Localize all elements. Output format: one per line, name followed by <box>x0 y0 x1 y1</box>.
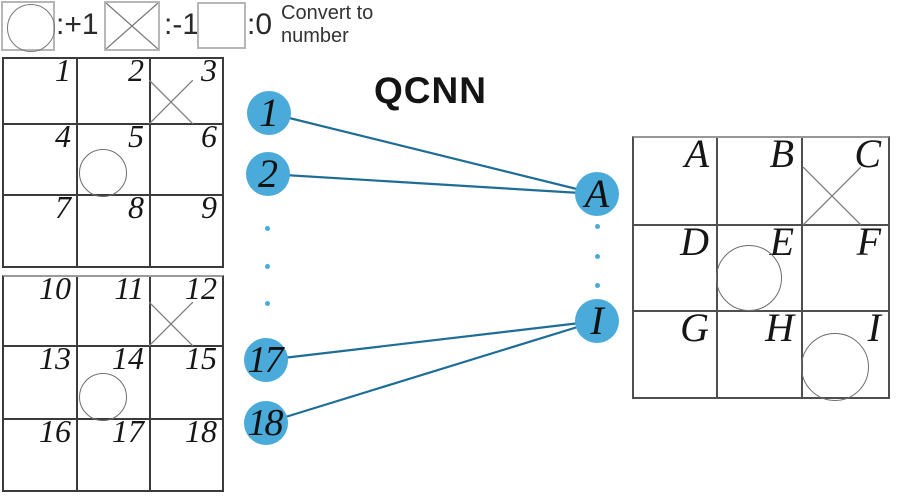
legend-blank-square <box>197 2 246 49</box>
board2-cell-18: 18 <box>151 415 222 490</box>
board3-cell-F: F <box>803 222 888 312</box>
node-label: 18 <box>247 402 284 444</box>
board1-cell-4: 4 <box>4 120 78 196</box>
node-label: I <box>590 298 604 343</box>
cell-label: G <box>680 305 709 350</box>
cell-label: 17 <box>112 413 144 449</box>
board2-cell-11: 11 <box>78 272 151 347</box>
cell-label: E <box>769 219 794 264</box>
cell-label: B <box>769 131 794 176</box>
page-title: QCNN <box>374 70 487 111</box>
board2-cell-15: 15 <box>151 342 222 420</box>
cell-label: 1 <box>55 52 71 88</box>
legend-caption-line1: Convert to <box>281 2 374 24</box>
edge-1-A <box>268 111 598 196</box>
input-ellipsis-dot <box>265 264 270 269</box>
board1-cell-3: 3 <box>149 54 222 125</box>
cell-label: 9 <box>201 189 217 225</box>
cell-label: 7 <box>55 189 71 225</box>
output-ellipsis-dot <box>595 224 600 229</box>
o-mark <box>716 245 782 311</box>
node-label: 2 <box>258 151 278 196</box>
cell-label: 6 <box>201 118 217 154</box>
legend-blank-value: :0 <box>247 8 273 41</box>
board3-cell-C: C <box>803 134 888 226</box>
board1-cell-6: 6 <box>151 120 222 196</box>
cell-label: 15 <box>185 340 217 376</box>
cell-label: 16 <box>39 413 71 449</box>
board2-cell-12: 12 <box>149 272 222 347</box>
o-mark <box>801 333 869 401</box>
cross-symbol <box>106 3 158 49</box>
cell-label: 14 <box>112 340 144 376</box>
board2-cell-10: 10 <box>4 272 78 347</box>
edge-2-A <box>267 172 598 196</box>
board3-cell-A: A <box>634 134 718 226</box>
x-mark <box>149 80 193 124</box>
output-node-A: A <box>575 172 619 216</box>
board1-cell-2: 2 <box>78 54 151 125</box>
legend-circle-square <box>1 1 55 52</box>
input-board-1: 1 2 3 4 5 6 7 8 9 <box>2 54 224 268</box>
board1-cell-1: 1 <box>4 54 78 125</box>
output-ellipsis-dot <box>595 283 600 288</box>
o-mark <box>79 373 127 421</box>
cell-label: 18 <box>185 413 217 449</box>
board2-cell-14: 14 <box>78 342 151 421</box>
cell-label: C <box>854 131 881 176</box>
x-mark <box>803 167 861 225</box>
input-node-17: 17 <box>244 338 288 382</box>
cell-label: 4 <box>55 118 71 154</box>
cell-label: 10 <box>39 270 71 306</box>
output-ellipsis-dot <box>595 254 600 259</box>
legend-cross-value: :-1 <box>164 8 200 41</box>
board3-cell-H: H <box>718 308 803 397</box>
input-board-2: 10 11 12 13 14 15 16 17 18 <box>2 272 224 492</box>
cell-label: 13 <box>39 340 71 376</box>
legend-cross-square <box>104 1 160 51</box>
cell-label: I <box>867 305 881 350</box>
node-label: A <box>584 171 610 216</box>
board3-cell-B: B <box>718 134 803 226</box>
output-node-I: I <box>575 299 619 343</box>
board2-cell-17: 17 <box>78 415 151 490</box>
x-mark <box>149 302 193 346</box>
edge-18-I <box>265 319 598 425</box>
node-label: 17 <box>247 339 284 381</box>
output-board: A B C D E F G H I <box>632 134 890 401</box>
board3-cell-G: G <box>634 308 718 397</box>
o-mark <box>79 149 127 197</box>
board2-cell-16: 16 <box>4 415 78 490</box>
board2-cell-13: 13 <box>4 342 78 420</box>
cell-label: A <box>684 131 709 176</box>
cell-label: 11 <box>114 270 144 306</box>
cell-label: 12 <box>185 270 217 306</box>
legend-circle-value: :+1 <box>56 8 99 41</box>
cell-label: D <box>680 219 709 264</box>
cell-label: H <box>765 305 794 350</box>
board1-cell-7: 7 <box>4 191 78 266</box>
circle-symbol <box>7 4 55 52</box>
node-label: 1 <box>259 90 279 135</box>
cell-label: 8 <box>128 189 144 225</box>
input-ellipsis-dot <box>265 301 270 306</box>
board1-cell-8: 8 <box>78 191 151 266</box>
edge-17-I <box>265 319 598 362</box>
cell-label: 2 <box>128 52 144 88</box>
board1-cell-5: 5 <box>78 120 151 197</box>
input-node-18: 18 <box>244 401 288 445</box>
board3-cell-E: E <box>716 222 803 312</box>
cell-label: 5 <box>128 118 144 154</box>
cell-label: F <box>856 219 881 264</box>
input-node-1: 1 <box>247 91 291 135</box>
input-node-2: 2 <box>246 152 290 196</box>
board3-cell-I: I <box>801 308 888 401</box>
legend-caption-line2: number <box>281 25 349 47</box>
legend-caption: Convert to number <box>281 2 373 48</box>
cell-label: 3 <box>201 52 217 88</box>
board1-cell-9: 9 <box>151 191 222 266</box>
input-ellipsis-dot <box>265 226 270 231</box>
